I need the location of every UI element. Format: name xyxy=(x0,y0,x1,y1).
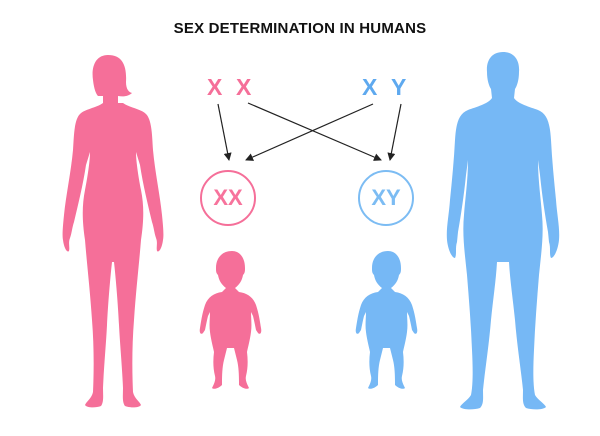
arrows xyxy=(217,102,402,161)
male-silhouette-icon xyxy=(446,52,560,410)
arrow-father-x-to-xx xyxy=(245,103,374,161)
mother-chromosome-x2: X xyxy=(236,74,252,100)
arrow-father-y-to-xy xyxy=(387,103,402,161)
baby-boy-silhouette-icon xyxy=(355,251,418,389)
arrow-mother-x2-to-xy xyxy=(247,102,382,161)
offspring-xy-circle: XY xyxy=(358,170,414,226)
mother-chromosome-x1: X xyxy=(207,74,223,100)
baby-girl-silhouette-icon xyxy=(199,251,262,389)
father-chromosome-y: Y xyxy=(391,74,407,100)
arrow-mother-x1-to-xx xyxy=(217,103,232,161)
father-chromosome-x: X xyxy=(362,74,378,100)
diagram-title: SEX DETERMINATION IN HUMANS xyxy=(173,20,427,37)
female-silhouette-icon xyxy=(62,55,164,408)
offspring-xx-circle: XX xyxy=(200,170,256,226)
